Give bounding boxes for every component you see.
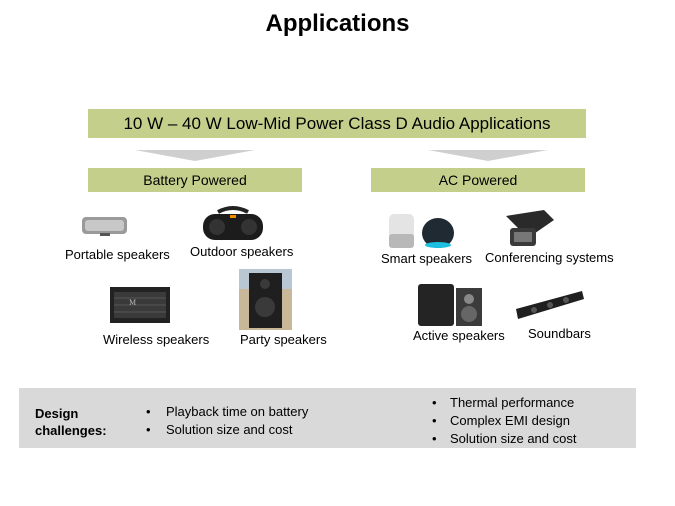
list-item: •Solution size and cost: [146, 422, 293, 437]
design-challenges-label: Design challenges:: [35, 406, 107, 438]
active-speakers-label: Active speakers: [413, 328, 505, 343]
ac-powered-header: AC Powered: [371, 168, 585, 192]
portable-speakers-label: Portable speakers: [65, 247, 170, 262]
smart-speaker-icon: [389, 214, 454, 248]
page-title: Applications: [265, 10, 410, 37]
party-speakers-label: Party speakers: [240, 332, 327, 347]
list-item: •Complex EMI design: [432, 413, 570, 428]
main-banner: 10 W – 40 W Low-Mid Power Class D Audio …: [88, 109, 586, 138]
list-item: •Playback time on battery: [146, 404, 309, 419]
right-challenges-list: •Thermal performance •Complex EMI design…: [432, 395, 576, 446]
wireless-speakers-label: Wireless speakers: [103, 332, 210, 347]
active-speaker-icon: [418, 284, 482, 326]
conference-phone-icon: [506, 210, 554, 246]
outdoor-speakers-label: Outdoor speakers: [190, 244, 294, 259]
party-speaker-icon: [239, 269, 292, 330]
right-arrow: [428, 150, 548, 161]
conferencing-systems-label: Conferencing systems: [485, 250, 614, 265]
left-challenges-list: •Playback time on battery •Solution size…: [146, 404, 308, 437]
battery-powered-header: Battery Powered: [88, 168, 302, 192]
svg-text:M: M: [129, 299, 136, 307]
soundbars-label: Soundbars: [528, 326, 591, 341]
portable-speaker-icon: [82, 217, 127, 236]
design-challenges-panel: [19, 388, 636, 448]
left-arrow: [135, 150, 255, 161]
list-item: •Thermal performance: [432, 395, 575, 410]
soundbar-icon: [516, 291, 584, 319]
wireless-speaker-icon: M: [110, 287, 170, 323]
smart-speakers-label: Smart speakers: [381, 251, 473, 266]
outdoor-speaker-icon: [203, 206, 263, 240]
list-item: •Solution size and cost: [432, 431, 577, 446]
